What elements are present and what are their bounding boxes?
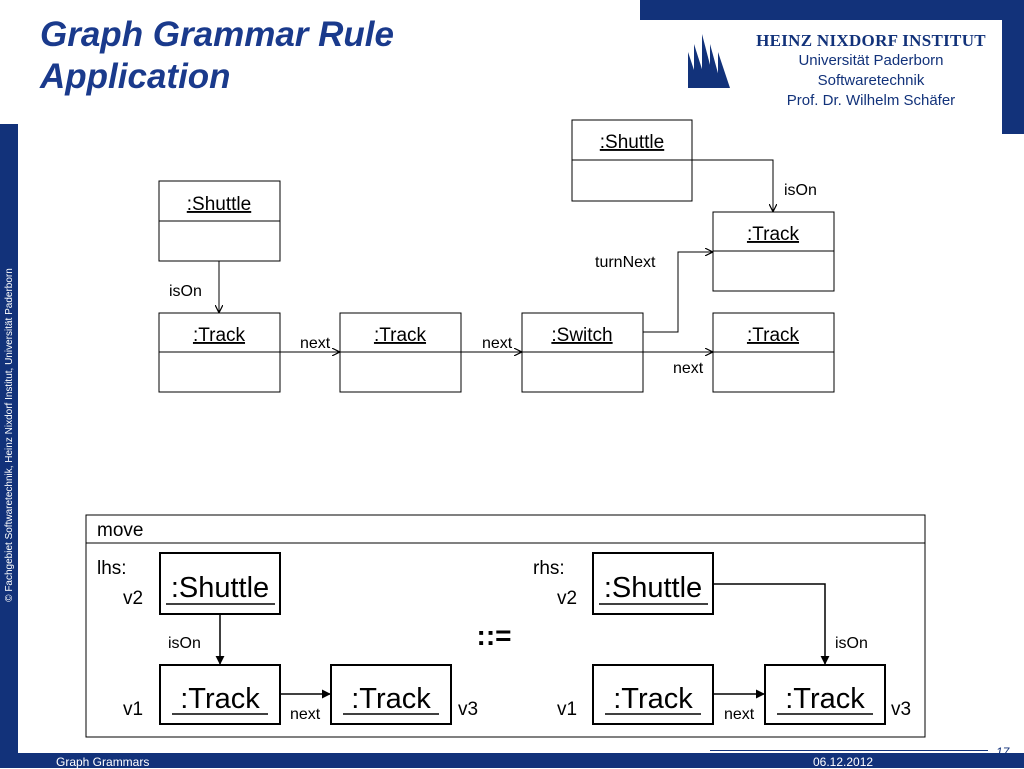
rhs-label: rhs:	[533, 558, 565, 579]
left-sidebar	[0, 124, 18, 754]
footer-bar-right	[710, 753, 1024, 768]
node-label: :Shuttle	[600, 132, 664, 153]
node-label: :Track	[747, 325, 800, 346]
rhs-shuttle-var: v2	[557, 588, 577, 609]
edge-label: next	[673, 360, 704, 377]
lhs-ison-label: isOn	[168, 635, 201, 652]
page-number: 17	[996, 745, 1010, 759]
lhs-track-b-var: v3	[458, 699, 478, 720]
edge-turnnext	[643, 252, 712, 333]
node-track-1: :Track	[158, 312, 281, 393]
rhs-track-b-var: v3	[891, 699, 911, 720]
edge-label: isOn	[169, 283, 202, 300]
institute-text: HEINZ NIXDORF INSTITUT Universität Pader…	[740, 31, 1002, 111]
node-label: :Switch	[551, 325, 612, 346]
footer-bar-left	[0, 753, 710, 768]
edge-label: turnNext	[595, 254, 656, 271]
right-bar	[1002, 0, 1024, 134]
lhs-next-label: next	[290, 706, 321, 723]
university-name: Universität Paderborn	[798, 52, 944, 69]
node-label: :Track	[193, 325, 246, 346]
lhs-label: lhs:	[97, 558, 127, 579]
footer-date: 06.12.2012	[813, 755, 874, 769]
node-track-next: :Track	[712, 312, 835, 393]
lhs-shuttle-label: :Shuttle	[171, 572, 269, 604]
slide-title: Graph Grammar Rule Application	[40, 14, 394, 98]
lhs-shuttle-var: v2	[123, 588, 143, 609]
rhs-shuttle-label: :Shuttle	[604, 572, 702, 604]
node-shuttle-left: :Shuttle	[158, 180, 281, 262]
rule-rhs: rhs: :Shuttle v2 isOn :Track v1 next :Tr…	[533, 552, 911, 725]
node-shuttle-top: :Shuttle	[571, 119, 693, 202]
rhs-track-a-label: :Track	[613, 683, 693, 715]
rule-lhs: lhs: :Shuttle v2 isOn :Track v1 next :Tr…	[97, 552, 478, 725]
node-track-turn: :Track	[712, 211, 835, 292]
rhs-track-b-label: :Track	[785, 683, 865, 715]
host-graph: :Shuttle :Shuttle :Track :Track :Track	[158, 119, 835, 393]
institute-name: HEINZ NIXDORF INSTITUT	[756, 31, 986, 50]
lhs-track-b-label: :Track	[351, 683, 431, 715]
node-label: :Track	[374, 325, 427, 346]
node-track-2: :Track	[339, 312, 462, 393]
rule-operator: ::=	[477, 620, 512, 651]
slide-title-line-2: Application	[40, 57, 231, 96]
node-switch: :Switch	[521, 312, 644, 393]
node-label: :Track	[747, 224, 800, 245]
rhs-ison-label: isOn	[835, 635, 868, 652]
rhs-edge-ison	[713, 583, 830, 665]
edge-label: next	[300, 335, 331, 352]
footer-title: Graph Grammars	[56, 755, 150, 769]
edge-label: isOn	[784, 182, 817, 199]
rule-move: move lhs: :Shuttle v2 isOn :Track v1 nex…	[85, 514, 926, 738]
slide-title-line-1: Graph Grammar Rule	[40, 15, 394, 54]
professor-name: Prof. Dr. Wilhelm Schäfer	[786, 92, 956, 109]
edge-label: next	[482, 335, 513, 352]
rhs-track-a-var: v1	[557, 699, 577, 720]
institute-logo-icon	[688, 34, 730, 88]
lhs-track-a-var: v1	[123, 699, 143, 720]
rule-name: move	[97, 520, 143, 541]
top-bar	[640, 0, 1024, 20]
lhs-track-a-label: :Track	[180, 683, 260, 715]
department-name: Softwaretechnik	[817, 72, 925, 89]
rhs-next-label: next	[724, 706, 755, 723]
edge-ison-top	[692, 159, 773, 211]
footer-divider	[710, 750, 988, 751]
node-label: :Shuttle	[187, 194, 251, 215]
